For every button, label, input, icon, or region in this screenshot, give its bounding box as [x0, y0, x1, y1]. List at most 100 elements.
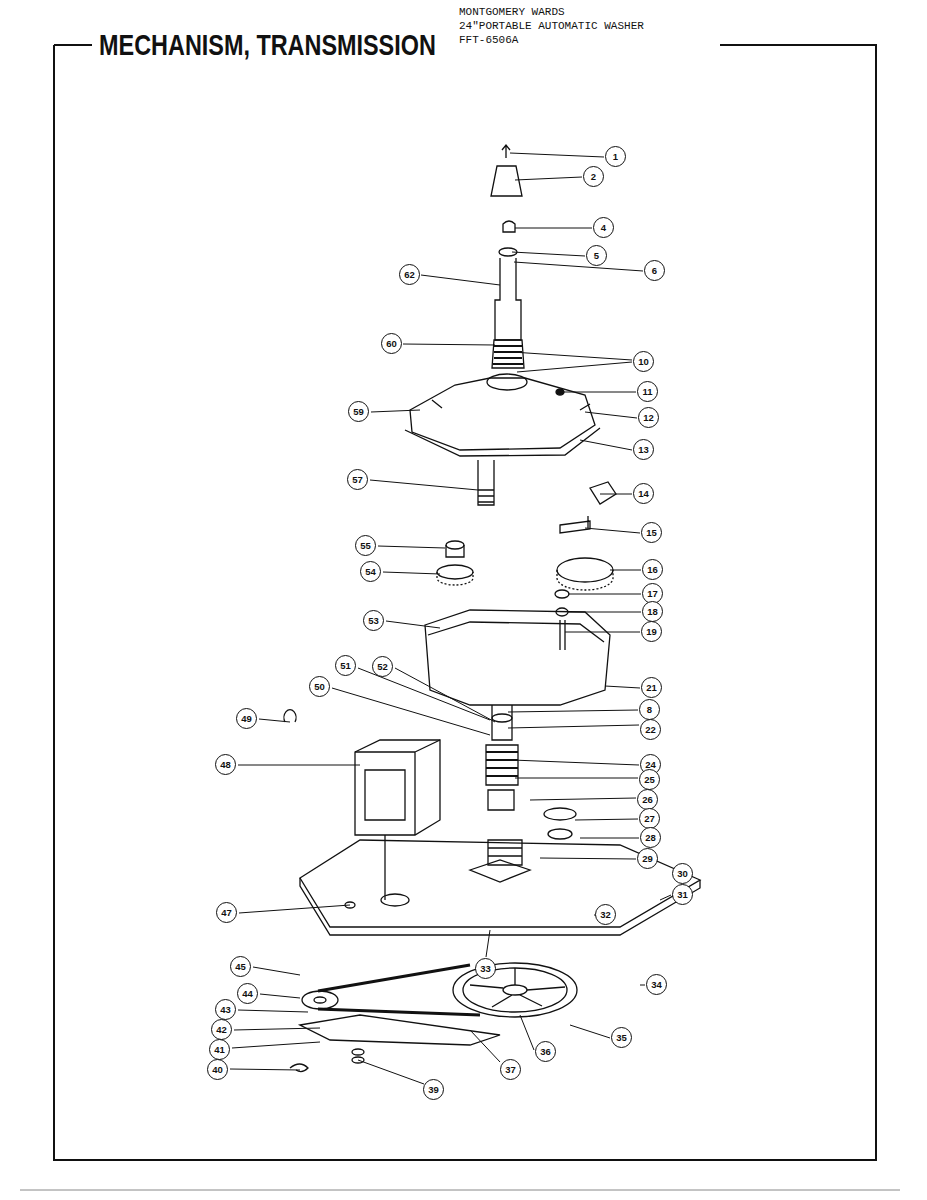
leader-lines-part — [238, 725, 639, 820]
callout-number: 33 — [475, 958, 496, 979]
callout-number: 10 — [633, 351, 654, 372]
frame-part — [54, 45, 876, 1160]
agitator-shaft-part — [499, 248, 517, 256]
callout-number: 21 — [641, 677, 662, 698]
pulleys-and-belt — [290, 963, 577, 1072]
callout-number: 8 — [639, 699, 660, 720]
internal-gears-part — [557, 570, 613, 590]
callout-number: 11 — [637, 381, 658, 402]
gear-case-cover-part — [410, 378, 595, 450]
callout-number: 36 — [535, 1041, 556, 1062]
leader-lines-part — [378, 546, 641, 632]
callout-number: 54 — [360, 561, 381, 582]
pulleys-and-belt-part — [453, 963, 577, 1017]
leader-lines-part — [370, 410, 641, 570]
clutch-and-spring-part — [488, 790, 514, 810]
diagram-title: MECHANISM, TRANSMISSION — [96, 28, 439, 62]
agitator-cap — [491, 145, 522, 196]
callout-number: 57 — [347, 469, 368, 490]
motor-part — [355, 740, 440, 835]
gear-case-cover-part — [478, 460, 494, 505]
gear-case-part — [425, 610, 610, 705]
internal-gears-part — [590, 482, 616, 504]
callout-number: 37 — [500, 1059, 521, 1080]
internal-gears-part — [437, 572, 473, 585]
callout-number: 25 — [639, 769, 660, 790]
callout-number: 31 — [672, 884, 693, 905]
callout-number: 44 — [237, 983, 258, 1004]
pulleys-and-belt-part — [300, 1015, 500, 1045]
agitator-cap-part — [502, 145, 510, 158]
motor-part — [355, 740, 440, 835]
callout-number: 18 — [642, 601, 663, 622]
internal-gears-part — [560, 620, 565, 650]
clutch-and-spring-part — [486, 752, 518, 776]
base-plate-part — [300, 878, 700, 935]
callout-number: 39 — [423, 1079, 444, 1100]
gear-case — [425, 610, 610, 740]
frame — [20, 45, 900, 1190]
callout-number: 19 — [641, 621, 662, 642]
callout-number: 14 — [633, 483, 654, 504]
callout-number: 43 — [215, 999, 236, 1020]
header-text: FFT-6506A — [457, 34, 520, 47]
callout-number: 35 — [611, 1027, 632, 1048]
callout-number: 41 — [209, 1039, 230, 1060]
pulleys-and-belt-part — [352, 1049, 364, 1055]
clutch-and-spring-part — [548, 829, 572, 839]
agitator-shaft-part — [493, 346, 523, 364]
callout-number: 16 — [642, 559, 663, 580]
frame-part — [20, 1190, 900, 1191]
header-text: MONTGOMERY WARDS — [457, 6, 567, 19]
motor-part — [384, 835, 385, 900]
internal-gears-part — [560, 516, 590, 533]
internal-gears-part — [555, 590, 569, 598]
leader-lines-part — [230, 1015, 534, 1084]
agitator-shaft — [492, 221, 524, 368]
gear-case-cover-part — [487, 374, 527, 390]
internal-gears — [437, 482, 616, 650]
callout-number: 55 — [355, 535, 376, 556]
callout-number: 53 — [363, 610, 384, 631]
base-plate — [300, 840, 700, 935]
callout-number: 47 — [216, 902, 237, 923]
gear-case-cover — [405, 374, 600, 505]
callout-number: 51 — [335, 655, 356, 676]
leader-lines — [230, 153, 690, 1084]
pulleys-and-belt-part — [503, 985, 527, 995]
callout-number: 13 — [633, 439, 654, 460]
gear-case-cover-part — [405, 428, 600, 456]
agitator-shaft-part — [495, 258, 521, 340]
agitator-shaft-part — [492, 340, 524, 368]
pulleys-and-belt-part — [352, 1057, 364, 1063]
pulleys-and-belt-part — [290, 1064, 308, 1072]
leader-lines-part — [238, 930, 645, 1038]
callout-number: 15 — [641, 522, 662, 543]
base-plate-part — [381, 894, 409, 906]
callout-number: 34 — [646, 974, 667, 995]
pulleys-and-belt-part — [318, 965, 480, 1015]
motor-part — [365, 770, 405, 820]
callout-number: 49 — [236, 708, 257, 729]
clutch-and-spring-part — [544, 808, 576, 820]
callout-number: 32 — [595, 904, 616, 925]
pulleys-and-belt-part — [302, 991, 338, 1009]
base-plate-part — [345, 902, 355, 908]
callout-number: 52 — [372, 656, 393, 677]
leader-lines-part — [239, 838, 690, 915]
agitator-shaft-part — [503, 221, 515, 232]
clutch-and-spring-part — [486, 745, 518, 785]
pulleys-and-belt-part — [314, 997, 326, 1003]
header-text: 24"PORTABLE AUTOMATIC WASHER — [457, 20, 646, 33]
leader-lines-part — [403, 275, 637, 418]
callout-number: 6 — [644, 260, 665, 281]
internal-gears-part — [437, 565, 473, 579]
callout-number: 62 — [399, 264, 420, 285]
gear-case-part — [492, 705, 512, 740]
internal-gears-part — [557, 558, 613, 582]
callout-number: 48 — [215, 754, 236, 775]
base-plate-part — [470, 860, 530, 882]
callout-number: 4 — [593, 217, 614, 238]
callout-number: 12 — [638, 407, 659, 428]
